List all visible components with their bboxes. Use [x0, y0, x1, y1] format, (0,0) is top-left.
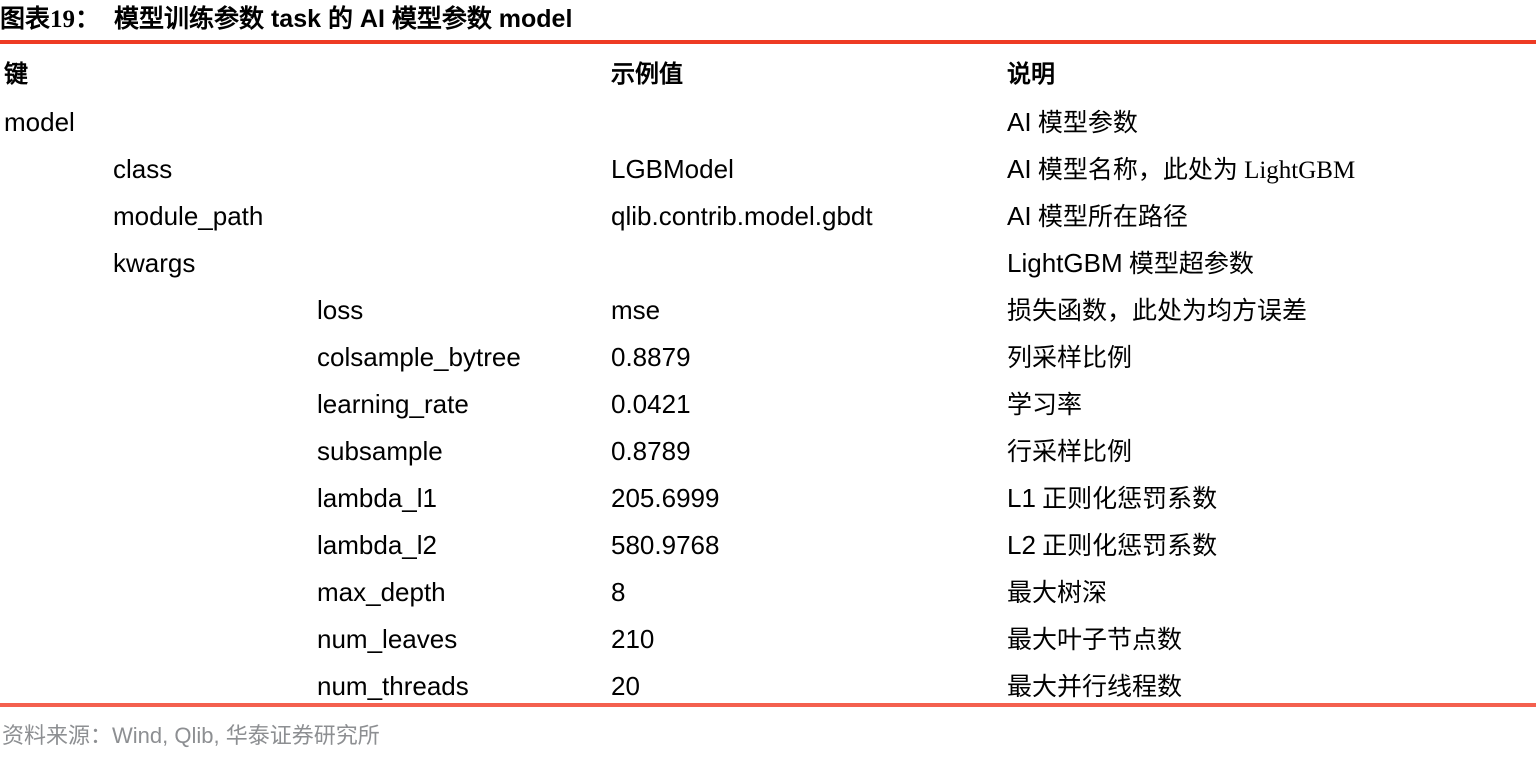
- row-key: max_depth: [317, 577, 446, 607]
- row-description-latin: AI: [1007, 201, 1032, 231]
- row-description: AI 模型名称，此处为 LightGBM: [1007, 146, 1355, 194]
- table-row: max_depth 8 最大树深: [0, 569, 1536, 616]
- row-description-latin: AI: [1007, 107, 1032, 137]
- table-header-row: 键 示例值 说明: [0, 52, 1536, 99]
- title-divider-rule: [0, 40, 1536, 44]
- table-row: class LGBModel AI 模型名称，此处为 LightGBM: [0, 146, 1536, 193]
- row-description-cjk: 模型名称，此处为 LightGBM: [1031, 157, 1356, 184]
- figure-number-label: 图表19：: [0, 6, 101, 33]
- figure-title: 图表19： 模型训练参数 task 的 AI 模型参数 model: [0, 2, 1536, 38]
- table-row: kwargs LightGBM 模型超参数: [0, 240, 1536, 287]
- row-description: LightGBM 模型超参数: [1007, 240, 1254, 288]
- row-description: 最大并行线程数: [1007, 663, 1182, 711]
- table-row: num_leaves 210 最大叶子节点数: [0, 616, 1536, 663]
- row-value: mse: [611, 295, 661, 325]
- row-description-cjk: 损失函数，此处为均方误差: [1007, 298, 1308, 325]
- row-description-latin: AI: [1007, 154, 1032, 184]
- source-note: 资料来源：Wind, Qlib, 华泰证券研究所: [2, 716, 380, 756]
- row-value: LGBModel: [611, 154, 734, 184]
- row-description-cjk: 最大树深: [1007, 580, 1108, 607]
- row-value: 210: [611, 624, 655, 654]
- row-value: 8: [611, 577, 626, 607]
- table-row: lambda_l1 205.6999 L1 正则化惩罚系数: [0, 475, 1536, 522]
- row-value: 0.8879: [611, 342, 691, 372]
- row-description: L2 正则化惩罚系数: [1007, 522, 1217, 570]
- row-value: 205.6999: [611, 483, 720, 513]
- row-description-latin: L2: [1007, 530, 1036, 560]
- row-value: qlib.contrib.model.gbdt: [611, 201, 873, 231]
- row-description: 行采样比例: [1007, 428, 1132, 476]
- row-key: lambda_l1: [317, 483, 437, 513]
- table-bottom-rule: [0, 703, 1536, 707]
- row-key: num_threads: [317, 671, 469, 701]
- row-description-cjk: 正则化惩罚系数: [1035, 533, 1218, 560]
- table-row: learning_rate 0.0421 学习率: [0, 381, 1536, 428]
- figure-caption-text: 模型训练参数 task 的 AI 模型参数 model: [114, 5, 573, 33]
- row-description: 损失函数，此处为均方误差: [1007, 287, 1307, 335]
- row-description-cjk: 最大叶子节点数: [1007, 627, 1183, 654]
- source-suffix: 华泰证券研究所: [225, 723, 380, 748]
- row-description: AI 模型参数: [1007, 99, 1138, 147]
- table-row: lambda_l2 580.9768 L2 正则化惩罚系数: [0, 522, 1536, 569]
- row-description: L1 正则化惩罚系数: [1007, 475, 1217, 523]
- table-row: colsample_bytree 0.8879 列采样比例: [0, 334, 1536, 381]
- table-row: num_threads 20 最大并行线程数: [0, 663, 1536, 710]
- row-key: class: [113, 154, 173, 184]
- row-description-cjk: 学习率: [1007, 392, 1083, 419]
- row-key: kwargs: [113, 248, 196, 278]
- row-description: AI 模型所在路径: [1007, 193, 1188, 241]
- row-key: num_leaves: [317, 624, 458, 654]
- source-latin: Wind, Qlib,: [112, 723, 226, 748]
- row-description: 列采样比例: [1007, 334, 1132, 382]
- table-row: loss mse 损失函数，此处为均方误差: [0, 287, 1536, 334]
- table-row: model AI 模型参数: [0, 99, 1536, 146]
- row-description-cjk: 列采样比例: [1007, 345, 1133, 372]
- column-header-value: 示例值: [611, 62, 683, 88]
- row-description-cjk: 模型所在路径: [1031, 204, 1188, 231]
- table-row: module_path qlib.contrib.model.gbdt AI 模型所…: [0, 193, 1536, 240]
- row-description: 最大树深: [1007, 569, 1107, 617]
- row-description-cjk: 最大并行线程数: [1007, 674, 1183, 701]
- row-value: 20: [611, 671, 640, 701]
- row-key: loss: [317, 295, 364, 325]
- row-value: 0.0421: [611, 389, 691, 419]
- row-key: colsample_bytree: [317, 342, 521, 372]
- row-key: module_path: [113, 201, 264, 231]
- row-value: 580.9768: [611, 530, 720, 560]
- row-description-cjk: 正则化惩罚系数: [1035, 486, 1218, 513]
- row-description-latin: LightGBM: [1007, 248, 1123, 278]
- row-description: 学习率: [1007, 381, 1082, 429]
- row-description: 最大叶子节点数: [1007, 616, 1182, 664]
- row-key: model: [4, 107, 75, 137]
- column-header-description: 说明: [1007, 62, 1055, 88]
- row-description-cjk: 模型超参数: [1122, 251, 1254, 278]
- row-value: 0.8789: [611, 436, 691, 466]
- row-key: lambda_l2: [317, 530, 437, 560]
- row-key: learning_rate: [317, 389, 469, 419]
- row-description-cjk: 模型参数: [1031, 110, 1138, 137]
- row-key: subsample: [317, 436, 443, 466]
- row-description-cjk: 行采样比例: [1007, 439, 1133, 466]
- row-description-latin: L1: [1007, 483, 1036, 513]
- source-prefix: 资料来源：: [2, 723, 113, 748]
- table-row: subsample 0.8789 行采样比例: [0, 428, 1536, 475]
- column-header-key: 键: [4, 62, 28, 88]
